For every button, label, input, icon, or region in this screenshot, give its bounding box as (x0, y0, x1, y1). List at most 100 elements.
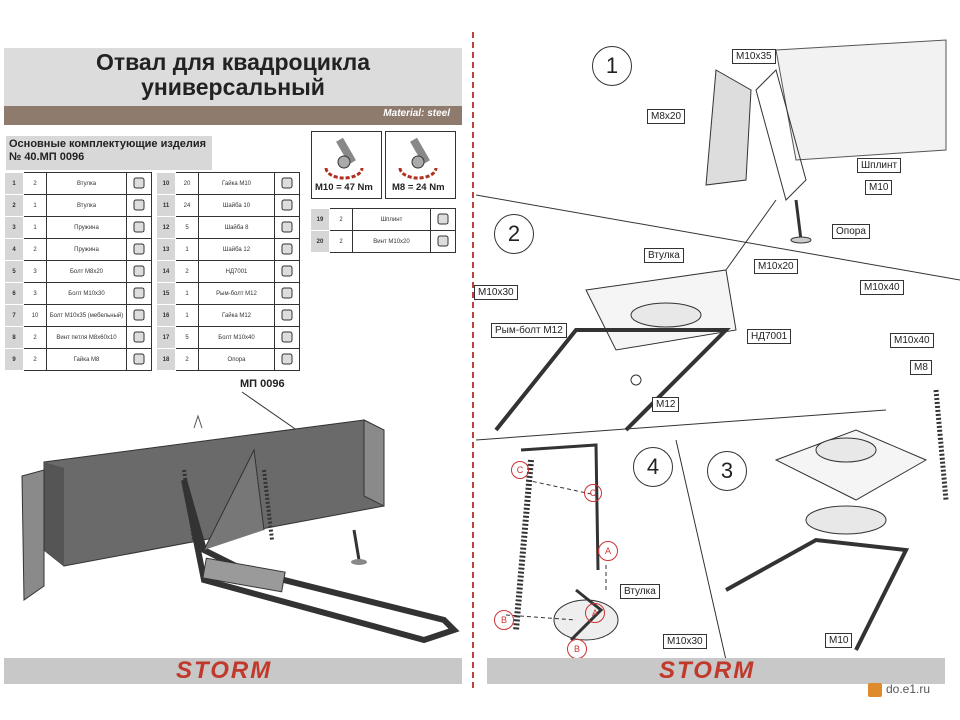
part-icon (274, 304, 300, 327)
material-bar: Material: steel (4, 106, 462, 125)
label-m10x30: M10x30 (474, 285, 518, 300)
part-icon (126, 238, 152, 261)
part-name: Болт М10х40 (198, 326, 275, 349)
part-qty: 10 (23, 304, 47, 327)
step-2-marker: 2 (494, 214, 534, 254)
part-icon (430, 230, 456, 253)
part-name: Гайка М10 (198, 172, 275, 195)
plow-illustration (21, 391, 460, 644)
part-icon (274, 260, 300, 283)
product-label: МП 0096 (240, 378, 285, 390)
part-name: Винт М10х20 (352, 230, 431, 253)
part-qty: 1 (175, 282, 199, 305)
page-title: Отвал для квадроцикла универсальный (95, 49, 371, 100)
part-icon (126, 172, 152, 195)
part-number: 1 (4, 172, 24, 195)
part-icon (430, 208, 456, 231)
part-qty: 1 (23, 216, 47, 239)
marker-a-1: A (598, 541, 618, 561)
site-logo-icon (868, 682, 882, 697)
part-name: Опора (198, 348, 275, 371)
label-m10x20: M10x20 (754, 259, 798, 274)
part-qty: 2 (23, 172, 47, 195)
part-name: Шайба 10 (198, 194, 275, 217)
label-m10x40-a: M10x40 (860, 280, 904, 295)
part-icon (274, 348, 300, 371)
part-name: Пружина (46, 216, 127, 239)
part-qty: 2 (175, 260, 199, 283)
part-name: Рым-болт М12 (198, 282, 275, 305)
footer-bar-left: STORM (4, 657, 462, 684)
torque-box-m10: M10 = 47 Nm (311, 131, 382, 199)
label-bushing: Втулка (644, 248, 684, 263)
page-divider (472, 32, 474, 688)
label-support: Опора (832, 224, 870, 239)
label-m10: M10 (865, 180, 893, 195)
part-qty: 5 (175, 216, 199, 239)
part-qty: 3 (23, 282, 47, 305)
part-number: 5 (4, 260, 24, 283)
part-number: 18 (156, 348, 176, 371)
part-name: Шайба 12 (198, 238, 275, 261)
part-icon (126, 260, 152, 283)
part-qty: 1 (175, 304, 199, 327)
parts-header (6, 136, 212, 170)
part-icon (274, 238, 300, 261)
part-icon (274, 194, 300, 217)
marker-c-1: C (511, 461, 529, 479)
part-name: Гайка М12 (198, 304, 275, 327)
part-icon (274, 172, 300, 195)
watermark-site: do.e1.ru (868, 682, 930, 697)
torque-m8-label: M8 = 24 Nm (392, 182, 445, 193)
storm-logo: STORM (176, 657, 273, 684)
footer-bar-right: STORM (487, 657, 945, 684)
step-4-marker: 4 (633, 447, 673, 487)
label-m8: M8 (910, 360, 932, 375)
parts-title: Основные комплектующие изделия № 40.МП 0… (9, 138, 207, 163)
part-number: 9 (4, 348, 24, 371)
material-label: Material: steel (383, 108, 450, 119)
torque-box-m8: M8 = 24 Nm (385, 131, 456, 199)
marker-c-2: C (584, 484, 602, 502)
part-number: 4 (4, 238, 24, 261)
part-icon (274, 282, 300, 305)
part-number: 16 (156, 304, 176, 327)
wrench-icon (398, 137, 438, 180)
part-qty: 24 (175, 194, 199, 217)
part-qty: 2 (23, 326, 47, 349)
part-qty: 1 (23, 194, 47, 217)
label-bushing-step4: Втулка (620, 584, 660, 599)
part-name: Шплинт (352, 208, 431, 231)
part-number: 2 (4, 194, 24, 217)
marker-b-2: B (567, 639, 587, 659)
part-icon (126, 282, 152, 305)
label-m10x40-b: M10x40 (890, 333, 934, 348)
part-number: 3 (4, 216, 24, 239)
part-name: Гайка М8 (46, 348, 127, 371)
part-icon (126, 216, 152, 239)
label-nd7001: НД7001 (747, 329, 792, 344)
part-qty: 2 (329, 208, 353, 231)
part-name: Втулка (46, 194, 127, 217)
label-m10x35: M10x35 (732, 49, 776, 64)
part-icon (126, 326, 152, 349)
part-name: Шайба 8 (198, 216, 275, 239)
torque-m10-label: M10 = 47 Nm (315, 182, 373, 193)
part-number: 7 (4, 304, 24, 327)
